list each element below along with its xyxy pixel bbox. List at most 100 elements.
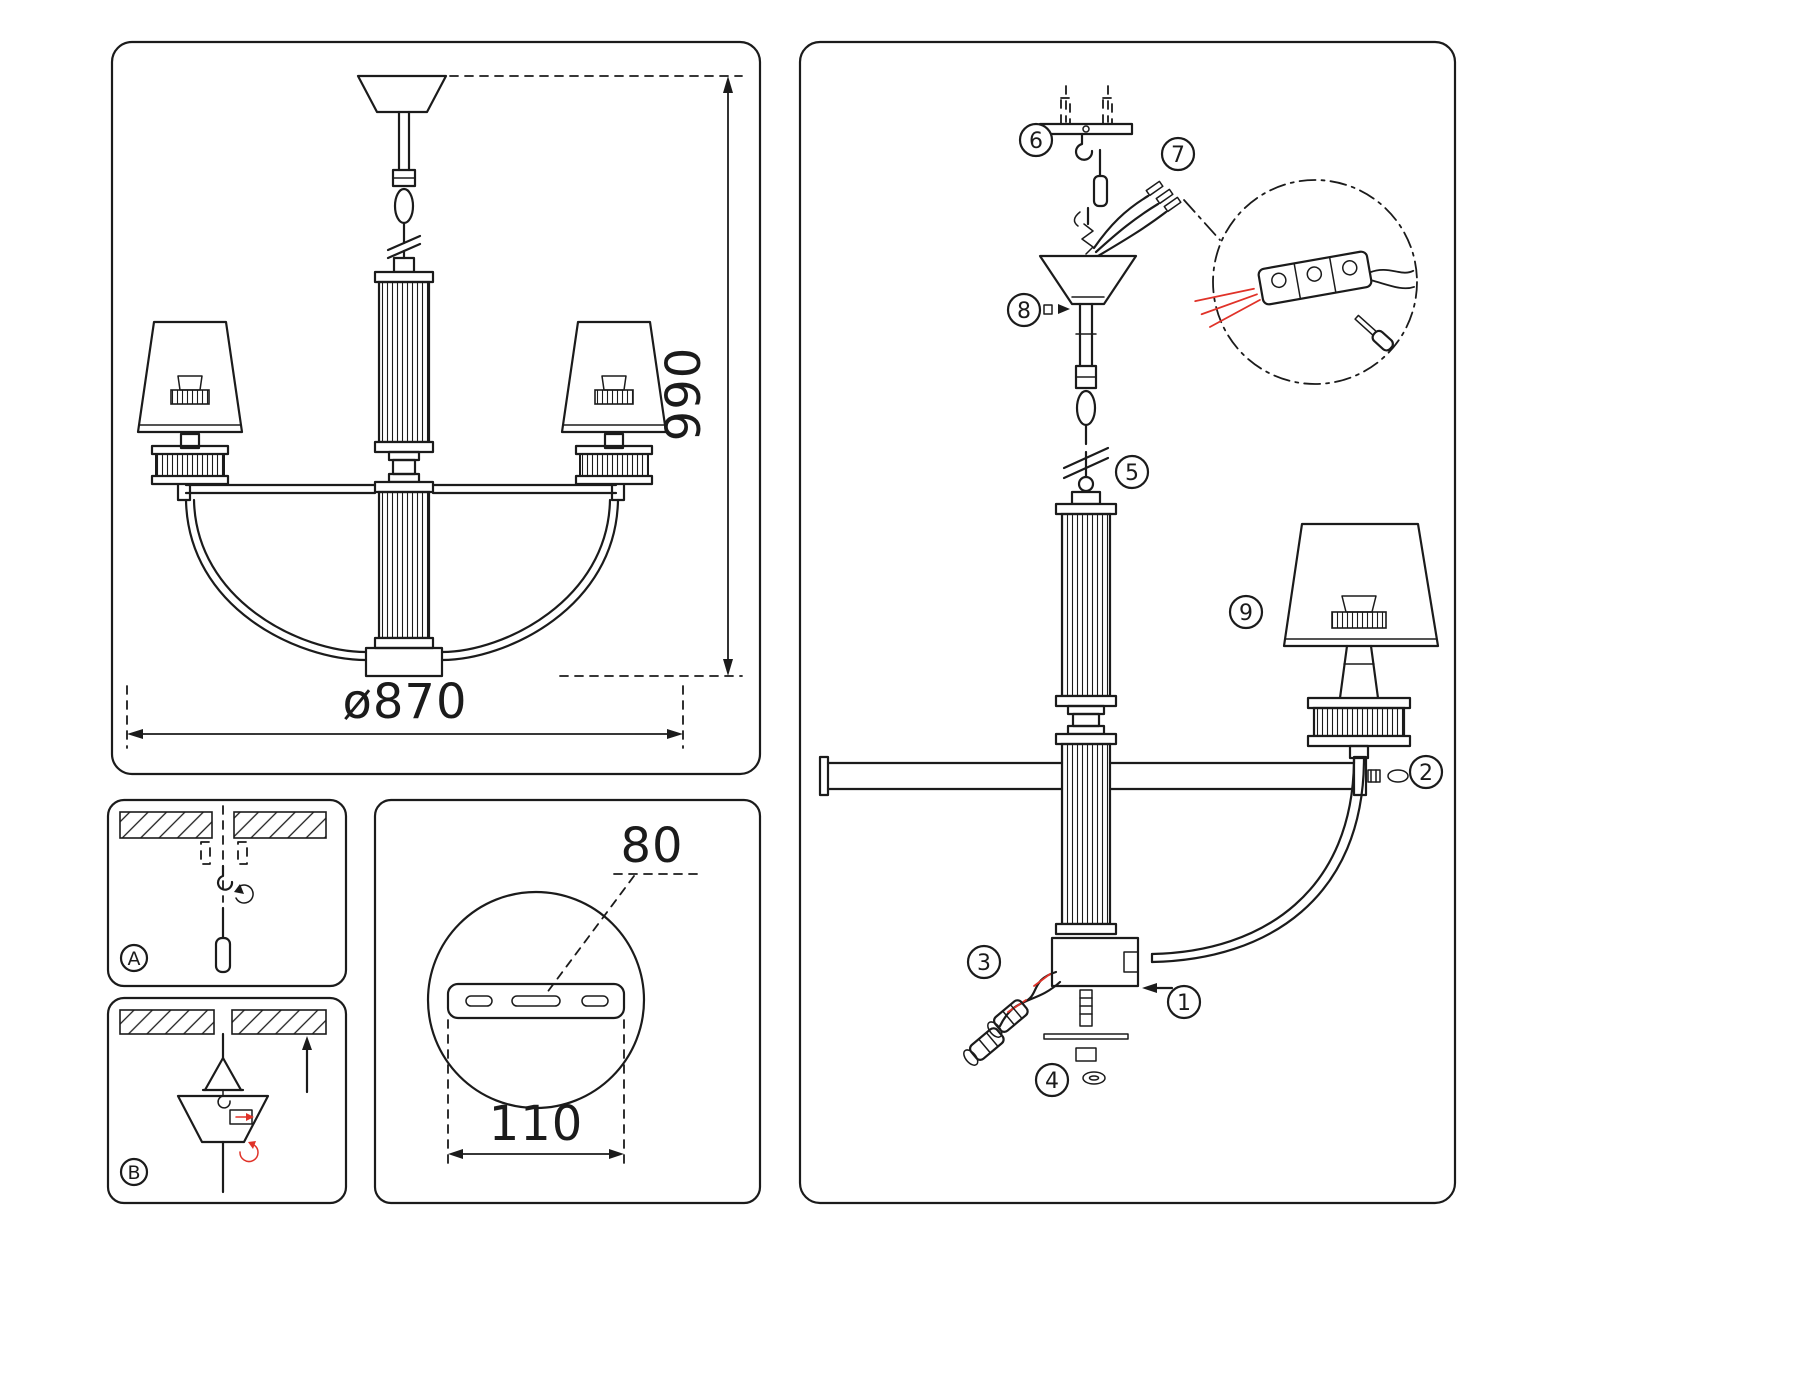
terminal-screw <box>1271 272 1287 289</box>
step-badge-7: 7 <box>1160 136 1196 172</box>
step-badge-5: 5 <box>1114 454 1150 490</box>
rod-break-mark <box>1062 456 1110 480</box>
rod-break-mark <box>1062 446 1110 470</box>
column-flange <box>373 480 435 494</box>
step-badge-4: 4 <box>1034 1062 1070 1098</box>
canopy-assembly <box>1038 206 1138 480</box>
wire-ferrule <box>1145 180 1164 197</box>
bottom-plate <box>1043 1033 1129 1040</box>
plate-width-dimension: 110 <box>447 1019 625 1165</box>
arrowhead <box>1058 304 1070 314</box>
canopy <box>1038 254 1138 306</box>
column-flange <box>1054 732 1118 746</box>
central-column <box>1050 475 1140 988</box>
screwdriver-icon <box>1354 314 1394 352</box>
wire-red <box>1209 298 1261 328</box>
screwdriver-handle <box>1092 174 1109 208</box>
ceiling-bracket-assembly <box>1038 85 1134 208</box>
screwdriver-handle <box>214 936 232 974</box>
leader-line <box>545 875 635 995</box>
step-number-4: 4 <box>1045 1069 1059 1094</box>
step-number-6: 6 <box>1029 129 1043 154</box>
badge-circle <box>1228 594 1264 630</box>
rotate-arrow <box>235 884 254 904</box>
terminal-divider <box>1293 262 1302 300</box>
hole-spacing-value: 80 <box>620 818 683 874</box>
connector-body <box>968 1027 1005 1061</box>
socket-ring-flange <box>574 474 654 486</box>
terminal-block <box>1194 250 1415 328</box>
detail-b-panel: B <box>106 996 348 1205</box>
arrowhead <box>234 884 244 894</box>
anchor-plug <box>237 841 248 865</box>
socket-ring-flange <box>1306 696 1412 710</box>
curved-arm <box>1150 756 1366 964</box>
callout-circle <box>1212 179 1418 385</box>
connector-rib <box>978 1038 992 1054</box>
step-number-8: 8 <box>1017 299 1031 324</box>
terminal-divider <box>1328 256 1337 294</box>
badge-circle <box>1114 454 1150 490</box>
bulb-socket-ribs <box>594 389 634 405</box>
connector-tip <box>987 1021 1003 1038</box>
arm-bar-endcap <box>818 755 830 797</box>
bracket-hole <box>1082 125 1090 133</box>
anchor-plug <box>1060 97 1071 125</box>
detail-a-badge <box>119 943 149 973</box>
step-number-9: 9 <box>1239 601 1253 626</box>
column-flange <box>1054 694 1118 708</box>
red-arrowhead <box>246 1113 254 1121</box>
detail-a-panel: A <box>106 798 348 988</box>
mounting-bracket <box>203 1056 243 1092</box>
rod-break-mark <box>386 242 422 260</box>
ribbed-column-lower <box>377 490 431 640</box>
lampholder-connector <box>987 999 1029 1038</box>
panel-border <box>798 40 1457 1205</box>
threaded-stud <box>1367 769 1381 783</box>
terminal-screw <box>1306 266 1323 282</box>
lampshade-left <box>136 320 244 434</box>
slot-right <box>581 995 609 1007</box>
badge-circle <box>1160 136 1196 172</box>
wire-red <box>1194 287 1255 303</box>
ribbed-column-lower <box>1060 742 1112 926</box>
step-number-3: 3 <box>977 951 991 976</box>
arrowhead <box>723 76 733 93</box>
step-number-5: 5 <box>1125 461 1139 486</box>
terminal-screw <box>1342 260 1358 276</box>
column-flange <box>373 270 435 284</box>
tighten-arrow-red <box>239 1144 259 1163</box>
lamp-neck <box>1369 644 1380 700</box>
panel-border <box>373 798 762 1205</box>
hole-spacing-dimension: 80 <box>545 818 699 995</box>
step-badge-1: 1 <box>1166 984 1202 1020</box>
front-view-panel: 990 ø870 <box>110 40 762 776</box>
connector-rib <box>1002 1010 1016 1026</box>
bottom-hub <box>364 646 444 678</box>
slot-left <box>465 995 493 1007</box>
anchor-plug <box>1102 97 1113 125</box>
bulb-socket-ribs <box>170 389 210 405</box>
panel-border <box>106 798 348 988</box>
arrowhead <box>448 1149 463 1159</box>
step-badge-6: 6 <box>1018 122 1054 158</box>
lamp-neck <box>603 432 625 450</box>
wire-black <box>1370 279 1415 290</box>
connector-body <box>992 999 1029 1033</box>
ceiling-hatch <box>233 811 327 839</box>
arm-stub <box>1348 744 1370 760</box>
arm-socket-hole <box>1123 951 1139 973</box>
arrowhead <box>302 1036 312 1050</box>
ceiling-canopy <box>356 74 448 114</box>
slot-center <box>511 995 561 1007</box>
lock-nut <box>1387 769 1409 783</box>
finial-nut-hole <box>1088 1075 1100 1081</box>
diameter-dim-value: ø870 <box>343 674 468 730</box>
wire-ferrule <box>1163 196 1182 213</box>
step-number-2: 2 <box>1419 761 1433 786</box>
step-badge-9: 9 <box>1228 594 1264 630</box>
wire-black <box>998 980 1062 1028</box>
ceiling-hook <box>216 864 234 891</box>
